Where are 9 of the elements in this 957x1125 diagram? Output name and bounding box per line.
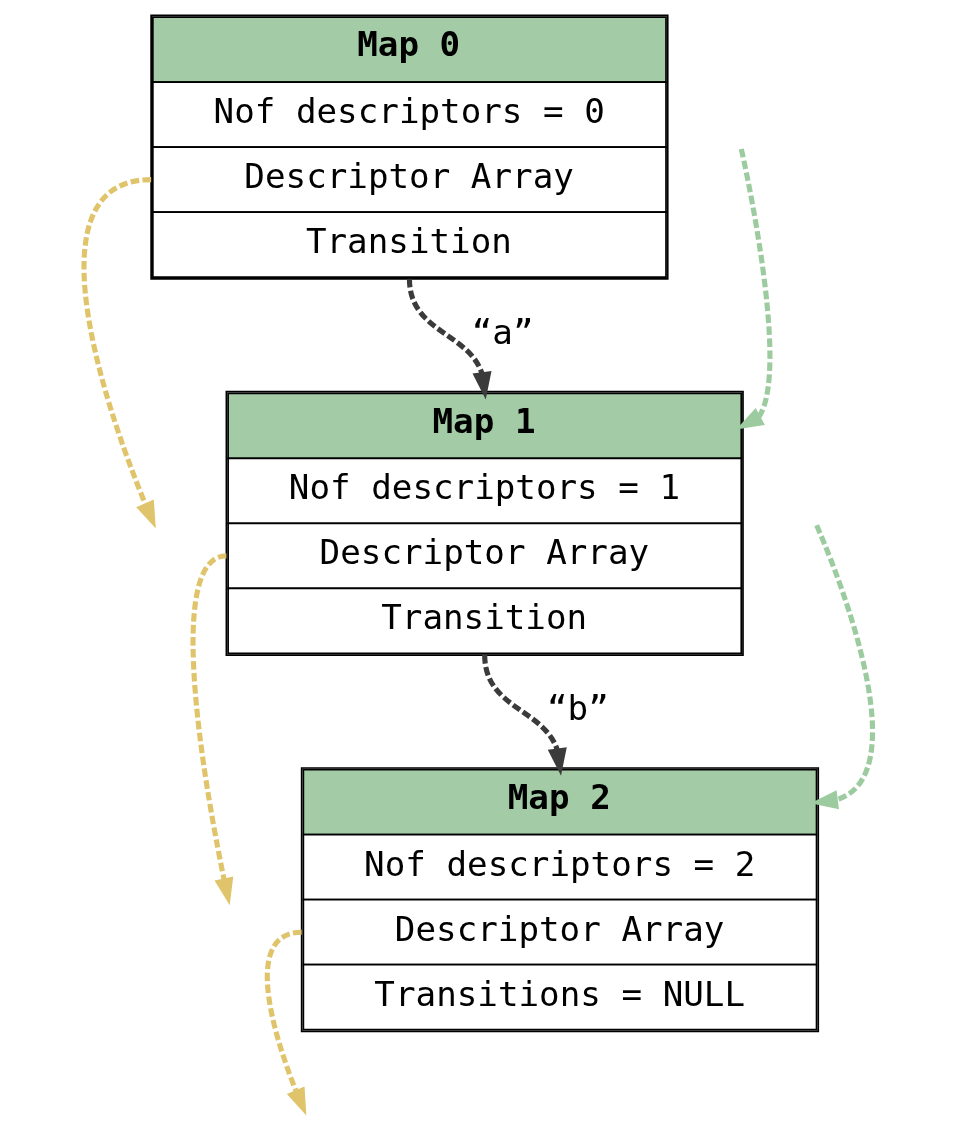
edge-label: “b” bbox=[547, 688, 609, 729]
arrow bbox=[81, 177, 156, 529]
arrow bbox=[264, 929, 307, 1116]
arrow bbox=[190, 553, 234, 906]
arrow bbox=[482, 654, 567, 776]
arrow bbox=[406, 278, 492, 400]
arrow bbox=[810, 524, 875, 810]
edge-label: “a” bbox=[471, 311, 534, 352]
arrow bbox=[736, 148, 773, 430]
